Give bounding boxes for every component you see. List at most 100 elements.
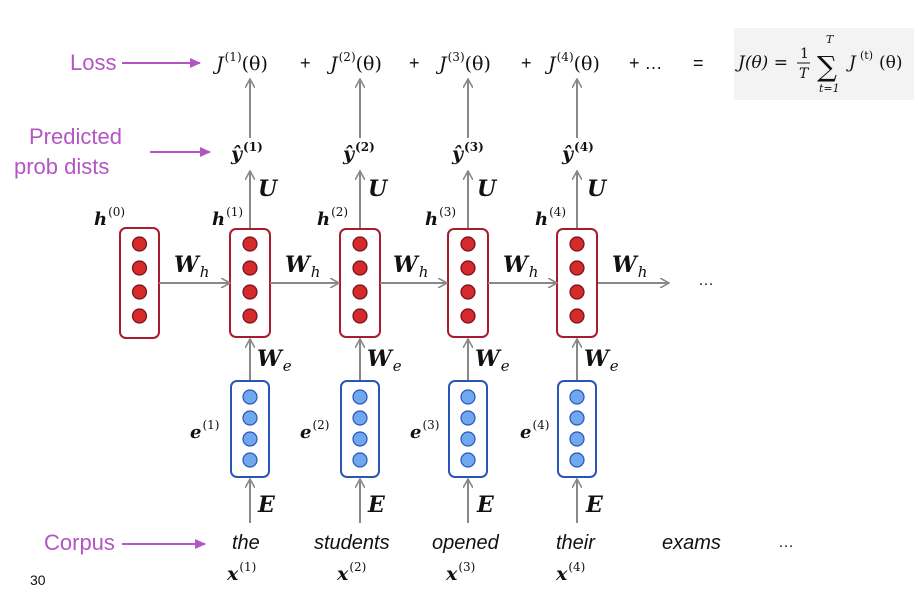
formula-upper-limit: T xyxy=(826,33,835,46)
corpus-word-1: the xyxy=(232,532,260,554)
formula-sum-sign: ∑ xyxy=(817,50,837,83)
input-label-4: x(4) xyxy=(556,560,586,585)
embedding-weight-label-2: We xyxy=(367,346,402,375)
corpus-word-5: exams xyxy=(662,532,721,554)
formula-denominator: T xyxy=(799,66,810,82)
formula-numerator: 1 xyxy=(800,46,809,62)
corpus-ellipsis: … xyxy=(778,534,794,551)
embedding-neuron xyxy=(352,452,368,468)
formula-term-sup: (t) xyxy=(860,49,873,62)
corpus-label: Corpus xyxy=(44,530,115,555)
loss-label: Loss xyxy=(70,50,117,75)
embedding-neuron xyxy=(352,410,368,426)
recurrent-weight-label-2: Wh xyxy=(393,252,429,281)
total-loss-formula: J(θ) = 1 T T ∑ t=1 J (t) (θ) xyxy=(734,28,914,100)
formula-term-arg: (θ) xyxy=(879,53,903,73)
output-weight-label-2: U xyxy=(368,176,388,202)
loss-term-4: J(4)(θ) xyxy=(548,50,600,75)
hidden-neuron xyxy=(242,308,258,324)
loss-term-2: J(2)(θ) xyxy=(330,50,382,75)
hidden-neuron xyxy=(460,260,476,276)
predicted-label-line1: Predicted xyxy=(29,124,122,149)
embedding-neuron xyxy=(242,389,258,405)
embedding-neuron xyxy=(352,431,368,447)
hidden-neuron xyxy=(242,260,258,276)
prediction-label-1: ŷ(1) xyxy=(231,140,263,165)
hidden-neuron xyxy=(131,284,148,300)
embedding-weight-label-1: We xyxy=(257,346,292,375)
hidden-neuron xyxy=(131,236,148,252)
hidden-neuron xyxy=(242,284,258,300)
embedding-neuron xyxy=(352,389,368,405)
plus-sign-3: + xyxy=(521,53,532,73)
embedding-neuron xyxy=(242,410,258,426)
corpus-word-3: opened xyxy=(432,532,499,554)
formula-lhs: J(θ) = xyxy=(735,53,788,73)
hidden-neuron xyxy=(352,260,368,276)
embedding-matrix-label-1: E xyxy=(258,492,275,518)
prediction-label-4: ŷ(4) xyxy=(562,140,594,165)
embedding-neuron xyxy=(460,389,476,405)
input-label-1: x(1) xyxy=(227,560,257,585)
hidden-label-0: h(0) xyxy=(94,205,126,230)
embedding-weight-label-3: We xyxy=(475,346,510,375)
hidden-neuron xyxy=(131,308,148,324)
hidden-neuron xyxy=(352,236,368,252)
embedding-box-4 xyxy=(557,380,597,478)
embedding-label-3: e(3) xyxy=(410,418,440,443)
hidden-neuron xyxy=(242,236,258,252)
input-label-2: x(2) xyxy=(337,560,367,585)
embedding-label-2: e(2) xyxy=(300,418,330,443)
equals-sign: = xyxy=(693,53,704,73)
hidden-neuron xyxy=(460,308,476,324)
output-weight-label-1: U xyxy=(258,176,278,202)
recurrent-weight-label-1: Wh xyxy=(285,252,321,281)
embedding-box-3 xyxy=(448,380,488,478)
loss-term-1: J(1)(θ) xyxy=(216,50,268,75)
corpus-word-2: students xyxy=(314,532,390,554)
slide-number: 30 xyxy=(30,572,46,588)
embedding-matrix-label-4: E xyxy=(586,492,603,518)
embedding-neuron xyxy=(242,431,258,447)
hidden-neuron xyxy=(569,284,585,300)
embedding-label-4: e(4) xyxy=(520,418,550,443)
recurrent-weight-label-3: Wh xyxy=(503,252,539,281)
hidden-label-2: h(2) xyxy=(317,205,349,230)
loss-term-3: J(3)(θ) xyxy=(439,50,491,75)
prediction-label-2: ŷ(2) xyxy=(343,140,375,165)
output-weight-label-3: U xyxy=(477,176,497,202)
hidden-neuron xyxy=(460,236,476,252)
embedding-neuron xyxy=(460,410,476,426)
plus-ellipsis: + … xyxy=(629,53,663,73)
hidden-neuron xyxy=(569,308,585,324)
embedding-neuron xyxy=(242,452,258,468)
embedding-neuron xyxy=(569,431,585,447)
hidden-neuron xyxy=(569,260,585,276)
embedding-matrix-label-2: E xyxy=(368,492,385,518)
recurrent-weight-label-0: Wh xyxy=(174,252,210,281)
hidden-label-3: h(3) xyxy=(425,205,457,230)
input-label-3: x(3) xyxy=(446,560,476,585)
predicted-label-line2: prob dists xyxy=(14,154,110,179)
hidden-label-4: h(4) xyxy=(535,205,567,230)
hidden-neuron xyxy=(569,236,585,252)
corpus-word-4: their xyxy=(556,532,595,554)
embedding-weight-label-4: We xyxy=(584,346,619,375)
output-weight-label-4: U xyxy=(587,176,607,202)
formula-lower-limit: t=1 xyxy=(819,82,840,95)
hidden-neuron xyxy=(352,284,368,300)
embedding-matrix-label-3: E xyxy=(477,492,494,518)
embedding-neuron xyxy=(460,431,476,447)
embedding-box-1 xyxy=(230,380,270,478)
embedding-neuron xyxy=(460,452,476,468)
hidden-neuron xyxy=(460,284,476,300)
recurrent-weight-label-4: Wh xyxy=(612,252,648,281)
hidden-label-1: h(1) xyxy=(212,205,244,230)
embedding-label-1: e(1) xyxy=(190,418,220,443)
formula-term: J xyxy=(846,53,857,73)
sequence-ellipsis: … xyxy=(698,272,714,289)
hidden-neuron xyxy=(352,308,368,324)
embedding-neuron xyxy=(569,452,585,468)
